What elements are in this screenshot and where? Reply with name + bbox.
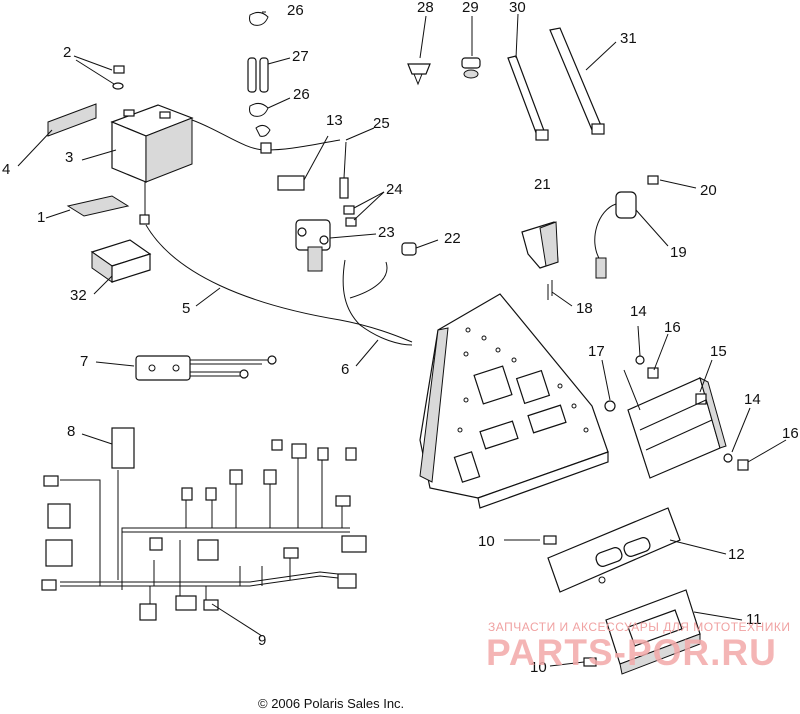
callout-19: 19	[670, 244, 687, 261]
callout-24: 24	[386, 181, 403, 198]
callout-5: 5	[182, 300, 191, 317]
battery	[110, 104, 194, 222]
callout-7: 7	[80, 353, 89, 370]
callout-1: 1	[37, 209, 46, 226]
wiring-harness	[41, 427, 367, 621]
callout-3: 3	[65, 149, 74, 166]
mounting-plate	[419, 293, 609, 509]
callout-14-right: 14	[744, 391, 761, 408]
battery-pad-bottom	[66, 195, 130, 217]
cable-ties	[507, 13, 617, 141]
callout-23: 23	[378, 224, 395, 241]
callout-16-top: 16	[664, 319, 681, 336]
callout-21: 21	[534, 176, 551, 193]
ecu-bracket	[547, 507, 681, 593]
foam-block	[90, 239, 152, 283]
callout-29: 29	[462, 0, 479, 16]
callout-25: 25	[373, 115, 390, 132]
callout-20: 20	[700, 182, 717, 199]
callout-2: 2	[63, 44, 72, 61]
fuse-holder	[135, 355, 277, 381]
callout-28: 28	[417, 0, 434, 16]
callout-17: 17	[588, 343, 605, 360]
battery-pad	[47, 103, 97, 137]
callout-9: 9	[258, 632, 267, 649]
battery-bolt	[112, 65, 125, 90]
callout-8: 8	[67, 423, 76, 440]
callout-32: 32	[70, 287, 87, 304]
callout-13: 13	[326, 112, 343, 129]
callout-27: 27	[292, 48, 309, 65]
watermark-tagline: ЗАПЧАСТИ И АКСЕССУАРЫ ДЛЯ МОТОТЕХНИКИ	[488, 620, 791, 634]
callout-14-top: 14	[630, 303, 647, 320]
cdi-box	[605, 589, 701, 675]
cable-clips	[247, 11, 271, 137]
callout-15: 15	[710, 343, 727, 360]
callout-31: 31	[620, 30, 637, 47]
callout-16-right: 16	[782, 425, 799, 442]
ecu-module	[627, 377, 727, 479]
push-rivets	[407, 15, 481, 86]
callout-18: 18	[576, 300, 593, 317]
callout-10-bottom: 10	[530, 659, 547, 676]
callout-22: 22	[444, 230, 461, 247]
callout-11: 11	[746, 611, 762, 628]
leader-lines	[17, 11, 787, 667]
callout-12: 12	[728, 546, 745, 563]
starter-solenoid	[295, 219, 331, 272]
callout-26-top: 26	[287, 2, 304, 19]
callout-26-bottom: 26	[293, 86, 310, 103]
callout-30: 30	[509, 0, 526, 16]
callout-4: 4	[2, 161, 11, 178]
copyright-notice: © 2006 Polaris Sales Inc.	[258, 696, 405, 711]
watermark-brand: PARTS-POR.RU	[486, 632, 777, 673]
coil-bracket	[521, 221, 559, 269]
callout-6: 6	[341, 361, 350, 378]
callout-10-top: 10	[478, 533, 495, 550]
ignition-coil	[594, 175, 659, 279]
